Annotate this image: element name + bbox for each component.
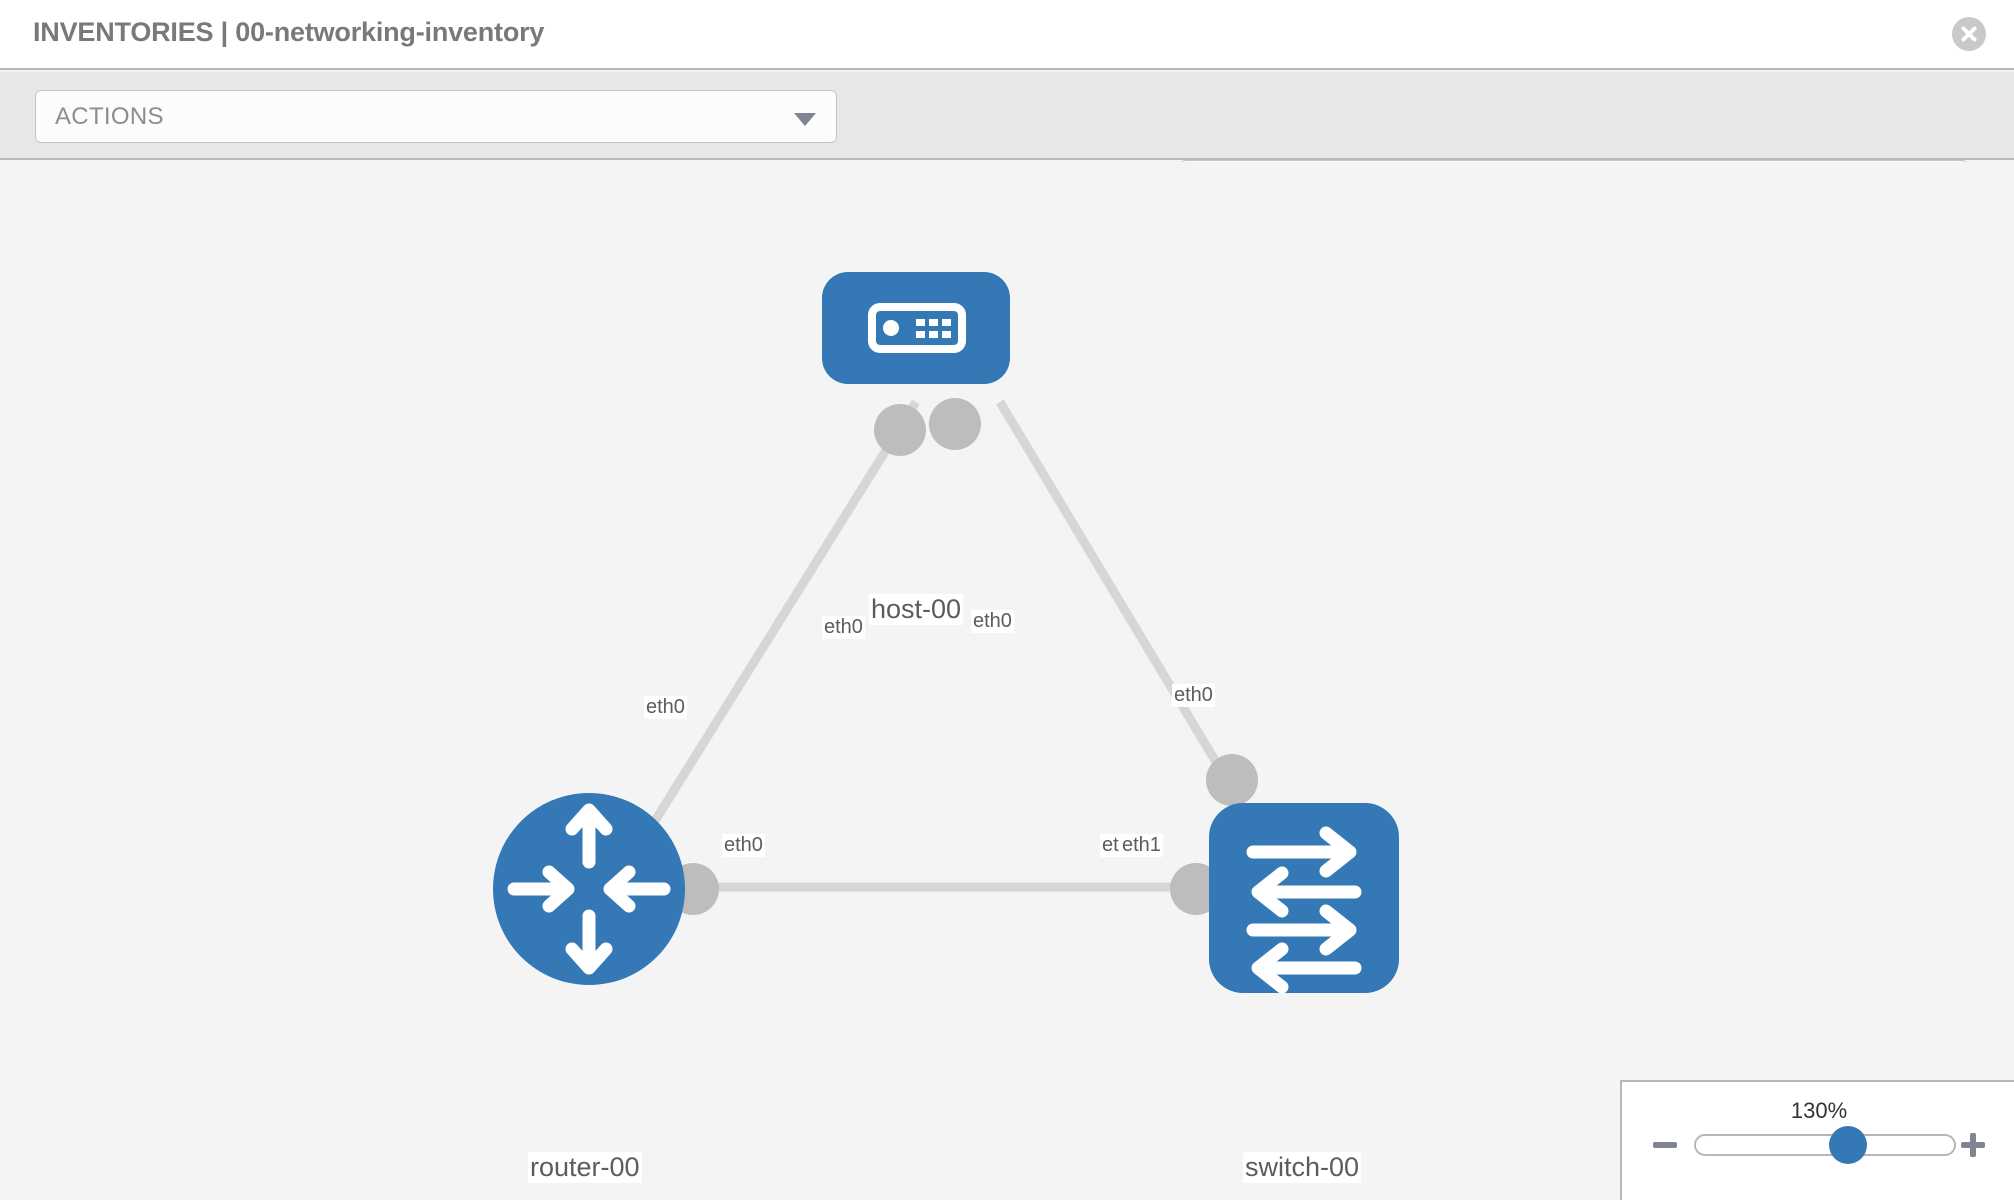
link-host00-switch00[interactable]: [996, 399, 1232, 785]
iface-label-switch00-uplink: eth0: [1172, 684, 1215, 707]
node-host-00[interactable]: [822, 272, 1010, 384]
switch-arrows-icon: [1246, 826, 1362, 994]
node-label-switch-00: switch-00: [1243, 1152, 1362, 1183]
minus-icon[interactable]: [1650, 1130, 1680, 1160]
iface-label-router00-uplink: eth0: [644, 696, 687, 719]
node-switch-00[interactable]: [1209, 803, 1399, 994]
zoom-level-value: 130%: [1790, 1098, 1848, 1123]
link-host00-router00[interactable]: [616, 399, 920, 880]
iface-label-host00-left: eth0: [822, 616, 865, 639]
connector-dot: [874, 404, 926, 456]
topology-links: [616, 399, 1232, 892]
close-icon[interactable]: [1952, 17, 1986, 51]
actions-dropdown[interactable]: ACTIONS: [35, 90, 837, 143]
iface-label-router00-eth0: eth0: [722, 834, 765, 857]
page-header: INVENTORIES | 00-networking-inventory: [0, 0, 2014, 70]
actions-dropdown-label: ACTIONS: [55, 103, 164, 130]
server-icon: [868, 303, 966, 353]
iface-label-host00-right: eth0: [971, 610, 1014, 633]
topology-canvas[interactable]: host-00 router-00 switch-00 eth0 eth0 et…: [0, 162, 2014, 1200]
connector-dot: [929, 398, 981, 450]
connector-dot: [1206, 754, 1258, 806]
toolbar: ACTIONS SEARCH: [0, 72, 2014, 213]
chevron-down-icon: [794, 113, 816, 126]
node-router-00[interactable]: [493, 793, 685, 985]
node-label-host-00: host-00: [869, 594, 964, 625]
router-arrows-icon: [507, 803, 671, 975]
plus-icon[interactable]: [1958, 1130, 1988, 1160]
page-title: INVENTORIES | 00-networking-inventory: [33, 17, 545, 47]
zoom-control-panel: 130%: [1620, 1080, 2014, 1200]
zoom-slider-thumb[interactable]: [1829, 1126, 1868, 1164]
topology-graph: [493, 272, 1399, 994]
zoom-slider[interactable]: [1694, 1126, 1956, 1164]
node-label-router-00: router-00: [528, 1152, 642, 1183]
iface-label-switch00-eth1: eth1: [1120, 834, 1163, 857]
